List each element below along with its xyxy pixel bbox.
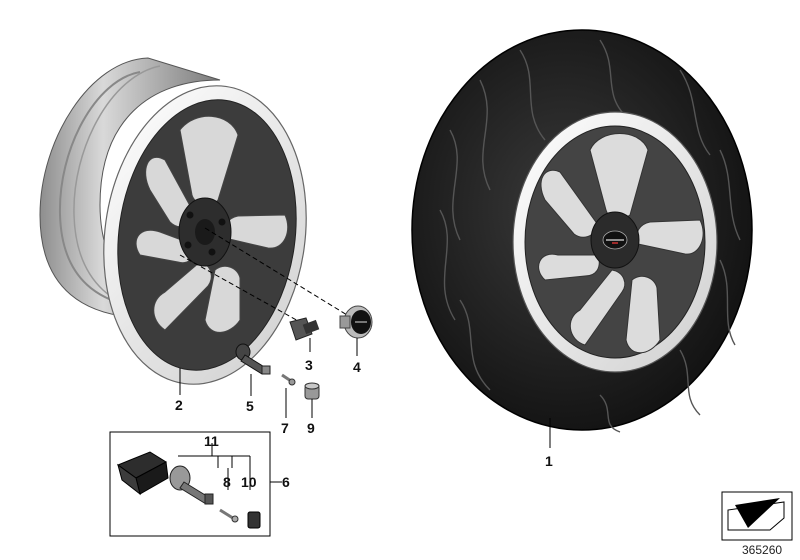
tyre-valve [235,343,271,375]
rdc-valve [169,465,214,505]
callout-1: 1 [545,453,553,469]
explode-lines [179,227,353,323]
rdc-sensor [116,451,169,496]
callout-5: 5 [246,398,254,414]
wheel-drawing [411,29,753,433]
rim-drawing [39,57,307,385]
reference-number: 365260 [742,543,782,557]
rdc-kit-box [109,431,282,537]
callout-4: 4 [353,359,361,375]
callout-10: 10 [241,474,257,490]
callout-6: 6 [282,474,290,490]
rdc-screw [219,508,239,523]
tyre-tread [439,39,741,433]
orientation-icon [721,491,793,541]
callout-3: 3 [305,357,313,373]
valve-core [281,373,296,386]
leader-lines [179,338,551,490]
callout-2: 2 [175,397,183,413]
wheel-spokes [538,133,704,354]
callout-9: 9 [307,420,315,436]
hub-cap [339,305,373,339]
wheel-bolt [289,317,320,341]
rim-spokes [135,115,289,333]
callout-8: 8 [223,474,231,490]
callout-11: 11 [204,433,219,449]
rdc-nut [247,511,261,529]
callout-7: 7 [281,420,289,436]
valve-cap [304,382,320,400]
